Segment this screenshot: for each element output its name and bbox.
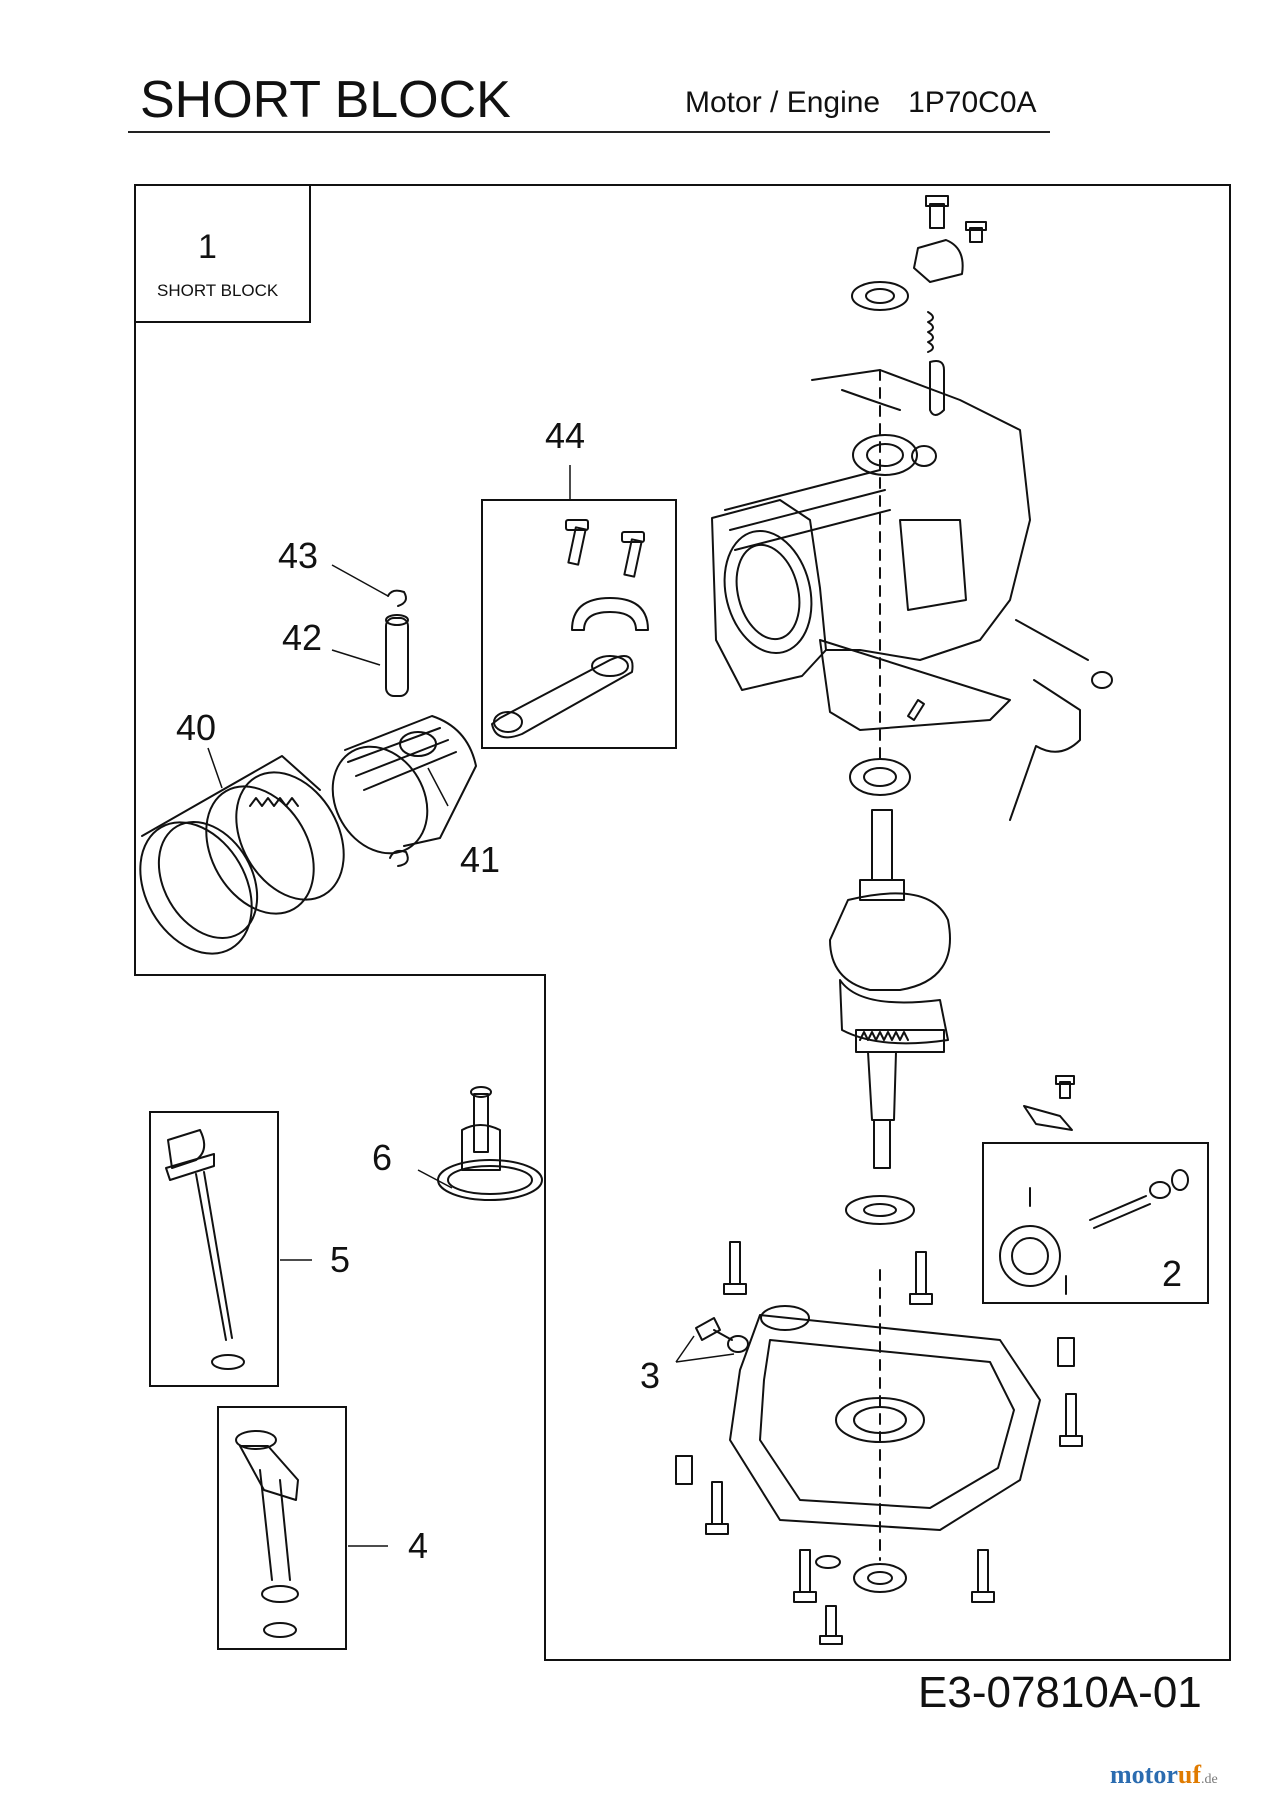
connecting-rod-group-box[interactable]: [481, 499, 677, 749]
dowel-pin[interactable]: [907, 699, 925, 721]
sump-bolt-icons[interactable]: [675, 1241, 1083, 1645]
engine-model-line: Motor / Engine 1P70C0A: [685, 85, 1065, 121]
crankcase-sump[interactable]: [729, 1269, 1041, 1561]
piston-pin-clip-icon[interactable]: [387, 589, 407, 607]
oil-seal-bottom[interactable]: [853, 1563, 907, 1593]
callout-6[interactable]: 6: [372, 1137, 392, 1178]
callout-2[interactable]: 2: [1162, 1253, 1182, 1294]
dipstick-group-box[interactable]: [149, 1111, 279, 1387]
crankshaft-washer[interactable]: [845, 1195, 915, 1225]
brand-watermark: motoruf.de: [1110, 1760, 1218, 1795]
callout-41[interactable]: 41: [460, 839, 500, 880]
main-bearing[interactable]: [849, 758, 911, 796]
inset-number: 1: [198, 228, 217, 266]
camshaft[interactable]: [437, 1086, 543, 1201]
cover-bolt-small-icon[interactable]: [965, 221, 987, 243]
callout-44[interactable]: 44: [545, 415, 585, 456]
cover-bolt-icon[interactable]: [925, 195, 949, 229]
dipstick[interactable]: [165, 1129, 245, 1370]
piston-pin[interactable]: [385, 617, 409, 697]
callout-4[interactable]: 4: [408, 1525, 428, 1566]
piston[interactable]: [314, 715, 477, 870]
inset-label: SHORT BLOCK: [157, 281, 279, 300]
inset-label-box: [134, 184, 311, 323]
piston-ring-set[interactable]: [118, 753, 366, 974]
callout-5[interactable]: 5: [330, 1239, 350, 1280]
governor-group-box[interactable]: [982, 1142, 1209, 1304]
brand-accent: uf: [1177, 1760, 1201, 1789]
callout-40[interactable]: 40: [176, 707, 216, 748]
brand-main: motor: [1110, 1760, 1178, 1789]
breather-valve[interactable]: [929, 360, 945, 416]
oil-seal-top[interactable]: [851, 281, 909, 311]
oil-fill-tube-group-box[interactable]: [217, 1406, 347, 1650]
connecting-rod-assembly[interactable]: [491, 519, 649, 739]
governor-assembly[interactable]: [999, 1075, 1189, 1295]
header-rule: [128, 131, 1050, 133]
breather-cover[interactable]: [913, 239, 964, 283]
diagram-document-id: E3-07810A-01: [918, 1668, 1202, 1717]
brand-tld: .de: [1200, 1772, 1218, 1787]
callout-3[interactable]: 3: [640, 1355, 660, 1396]
governor-rod-clip[interactable]: [1091, 671, 1113, 689]
cylinder-block[interactable]: [711, 369, 1031, 761]
crankshaft[interactable]: [829, 809, 951, 1169]
breather-spring-icon[interactable]: [927, 311, 934, 353]
governor-arm[interactable]: [1009, 679, 1081, 821]
sump-washer[interactable]: [815, 1555, 841, 1569]
governor-rod[interactable]: [1015, 619, 1089, 661]
callout-43[interactable]: 43: [278, 535, 318, 576]
short-block-outline: [134, 184, 1231, 1661]
motor-engine-label: Motor / Engine: [685, 86, 881, 119]
callout-42[interactable]: 42: [282, 617, 322, 658]
oil-fill-tube[interactable]: [235, 1430, 299, 1638]
callout-leaders: [207, 465, 735, 1547]
page-title: SHORT BLOCK: [140, 71, 511, 129]
engine-model-code: 1P70C0A: [908, 86, 1037, 119]
